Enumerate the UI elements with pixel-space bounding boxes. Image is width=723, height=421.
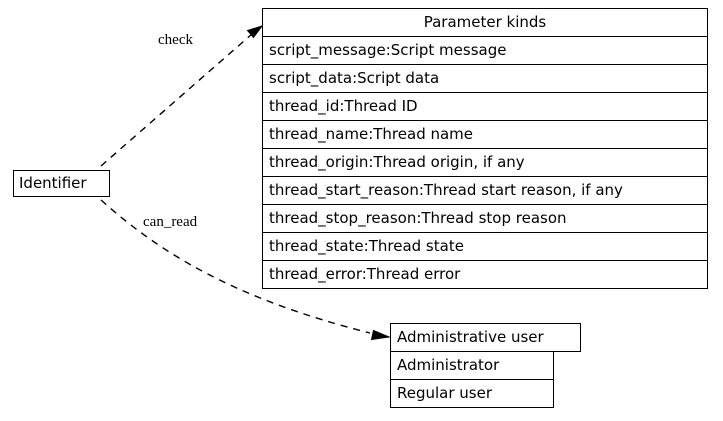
administrative-user-row[interactable]: Regular user [390, 379, 554, 408]
parameter-kinds-row[interactable]: thread_stop_reason:Thread stop reason [262, 204, 708, 233]
node-parameter-kinds: Parameter kinds script_message:Script me… [262, 8, 708, 289]
parameter-kinds-row[interactable]: thread_id:Thread ID [262, 92, 708, 121]
parameter-kinds-title: Parameter kinds [262, 8, 708, 37]
administrative-user-row[interactable]: Administrator [390, 351, 554, 380]
edge-label-check: check [158, 32, 193, 48]
node-administrative-user: Administrative user Administrator Regula… [390, 323, 581, 408]
administrative-user-title: Administrative user [390, 323, 581, 352]
edge-label-can-read: can_read [143, 214, 198, 230]
edge-check-arrowhead [246, 25, 264, 39]
parameter-kinds-row[interactable]: thread_state:Thread state [262, 232, 708, 261]
parameter-kinds-row[interactable]: script_data:Script data [262, 64, 708, 93]
edge-can-read-arrowhead [370, 329, 391, 341]
node-identifier-label: Identifier [19, 174, 87, 192]
parameter-kinds-row[interactable]: script_message:Script message [262, 36, 708, 65]
parameter-kinds-row[interactable]: thread_error:Thread error [262, 260, 708, 289]
parameter-kinds-row[interactable]: thread_name:Thread name [262, 120, 708, 149]
edge-check-line [100, 33, 253, 167]
parameter-kinds-row[interactable]: thread_origin:Thread origin, if any [262, 148, 708, 177]
parameter-kinds-row[interactable]: thread_start_reason:Thread start reason,… [262, 176, 708, 205]
node-identifier[interactable]: Identifier [13, 170, 110, 197]
